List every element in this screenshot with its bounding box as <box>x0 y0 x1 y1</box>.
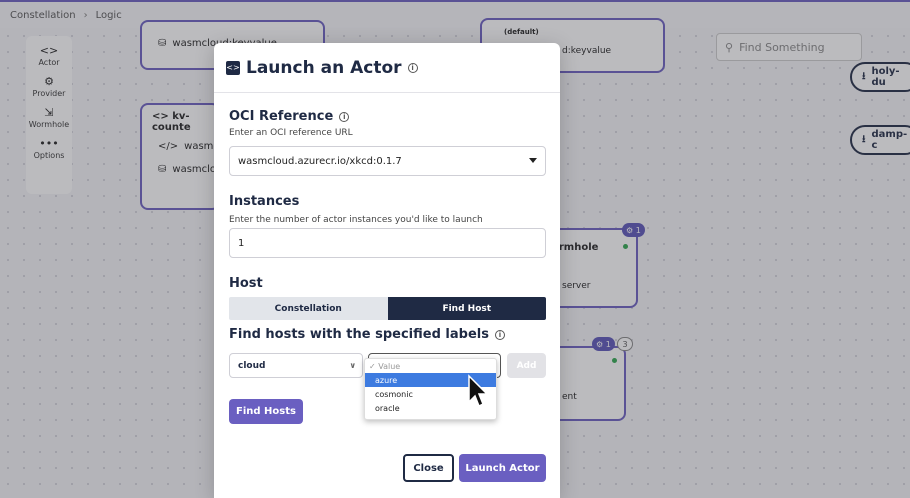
launch-actor-button[interactable]: Launch Actor <box>459 454 546 482</box>
gear-icon: ⚙ <box>626 225 634 235</box>
close-button[interactable]: Close <box>403 454 454 482</box>
tab-find-host[interactable]: Find Host <box>387 297 546 320</box>
node-title: <> kv-counte <box>142 105 218 139</box>
host-pill-label: holy-du <box>871 66 900 88</box>
search-placeholder: Find Something <box>739 40 825 54</box>
mouse-cursor-icon <box>468 374 489 408</box>
badge-count: 1 <box>605 339 611 349</box>
status-dot <box>623 244 628 249</box>
node-title-label: ormhole <box>552 242 599 253</box>
toolbox-label: Actor <box>38 58 60 67</box>
database-icon: ⛁ <box>158 164 167 175</box>
instances-value: 1 <box>238 237 245 249</box>
labels-heading: Find hosts with the specified labels i <box>229 327 505 342</box>
toolbox: <> Actor ⚙ Provider ⇲ Wormhole ••• Optio… <box>26 36 72 194</box>
oci-hint: Enter an OCI reference URL <box>229 128 353 138</box>
host-label-text: Host <box>229 276 263 291</box>
toolbox-options[interactable]: ••• Options <box>34 137 65 160</box>
breadcrumb-current: Logic <box>95 9 122 21</box>
caret-down-icon <box>529 158 537 163</box>
toolbox-actor[interactable]: <> Actor <box>38 44 59 67</box>
node-kv-counter[interactable]: <> kv-counte </> wasmclo ⛁ wasmclo <box>140 103 228 210</box>
code-icon: </> <box>158 141 179 152</box>
host-label: Host <box>229 276 263 291</box>
instance-count-badge: ⚙ 1 <box>592 337 615 351</box>
label-key-value: cloud <box>238 360 266 371</box>
labels-heading-text: Find hosts with the specified labels <box>229 327 489 342</box>
host-pill-label: damp-c <box>871 129 908 151</box>
toolbox-wormhole[interactable]: ⇲ Wormhole <box>29 106 69 129</box>
node-row-label: wasmclo <box>184 141 228 152</box>
actor-icon: <> <box>226 60 240 75</box>
gear-icon: ⚙ <box>596 339 604 349</box>
search-input[interactable]: ⚲ Find Something <box>716 33 862 61</box>
dropdown-option-azure[interactable]: azure <box>365 373 496 387</box>
chevron-right-icon: › <box>83 9 88 21</box>
chevron-down-icon: ∨ <box>349 361 357 370</box>
node-row-label: server <box>562 281 591 291</box>
info-icon[interactable]: i <box>494 329 505 340</box>
more-icon: ••• <box>39 137 59 150</box>
dropdown-option-cosmonic[interactable]: cosmonic <box>375 389 413 399</box>
host-icon: ⭳ <box>862 70 866 82</box>
instances-hint: Enter the number of actor instances you'… <box>229 215 483 225</box>
host-icon: ⭳ <box>862 133 866 145</box>
toolbox-provider[interactable]: ⚙ Provider <box>33 75 66 98</box>
oci-value: wasmcloud.azurecr.io/xkcd:0.1.7 <box>238 155 402 167</box>
breadcrumb-root[interactable]: Constellation <box>10 9 76 21</box>
instances-label-text: Instances <box>229 194 300 209</box>
node-title-label: kv-counte <box>152 111 191 133</box>
add-label-button[interactable]: Add <box>507 353 546 378</box>
oci-reference-select[interactable]: wasmcloud.azurecr.io/xkcd:0.1.7 <box>229 146 546 176</box>
toolbox-label: Options <box>33 151 65 160</box>
instance-count-badge: ⚙ 1 <box>622 223 645 237</box>
host-mode-tabs: Constellation Find Host <box>229 297 546 320</box>
modal-header: <> Launch an Actor i <box>214 43 560 93</box>
provider-icon: ⚙ <box>44 75 54 88</box>
node-default-label: (default) <box>504 28 539 36</box>
host-pill[interactable]: ⭳ damp-c <box>850 125 910 155</box>
instances-label: Instances <box>229 194 299 209</box>
oci-label-text: OCI Reference <box>229 109 334 124</box>
info-icon[interactable]: i <box>339 111 350 122</box>
toolbox-label: Provider <box>32 89 66 98</box>
code-icon: <> <box>152 111 169 122</box>
node-row-label: d:keyvalue <box>562 46 612 56</box>
node-row-label: wasmclo <box>172 164 217 175</box>
toolbox-label: Wormhole <box>28 120 70 129</box>
modal-title: Launch an Actor <box>246 57 402 78</box>
tab-constellation[interactable]: Constellation <box>229 297 388 320</box>
info-icon[interactable]: i <box>407 62 418 73</box>
node-row: ⛁ wasmclo <box>142 154 218 177</box>
code-icon: <> <box>39 44 59 57</box>
host-pill[interactable]: ⭳ holy-du <box>850 62 910 92</box>
launch-actor-modal: <> Launch an Actor i OCI Reference i Ent… <box>214 43 560 498</box>
node-row-label: ent <box>562 392 577 402</box>
dropdown-placeholder: ✓ Value <box>369 361 401 371</box>
host-count-badge: 3 <box>617 337 633 351</box>
find-hosts-button[interactable]: Find Hosts <box>229 399 303 424</box>
badge-count: 1 <box>635 225 641 235</box>
instances-input[interactable]: 1 <box>229 228 546 258</box>
search-icon: ⚲ <box>725 40 734 54</box>
label-key-select[interactable]: cloud ∨ <box>229 353 363 378</box>
oci-label: OCI Reference i <box>229 109 350 124</box>
database-icon: ⛁ <box>158 38 167 49</box>
badge-count: 3 <box>622 339 628 349</box>
node-row: </> wasmclo <box>142 139 228 154</box>
dropdown-option-oracle[interactable]: oracle <box>375 403 400 413</box>
status-dot <box>612 358 617 363</box>
wormhole-icon: ⇲ <box>44 106 54 119</box>
